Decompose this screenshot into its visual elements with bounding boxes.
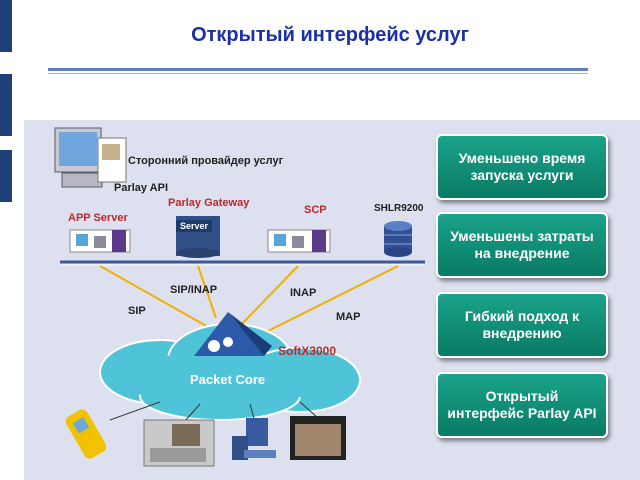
title-rule-thin (48, 73, 588, 74)
tv-icon (290, 416, 346, 460)
scp-label: SCP (304, 204, 327, 216)
sip-label: SIP (128, 305, 146, 317)
title-rule (48, 68, 588, 71)
third-party-label: Сторонний провайдер услуг (128, 155, 284, 167)
softx-label: SoftX3000 (278, 344, 337, 358)
server-tag-label: Server (180, 221, 209, 231)
desktop-pc-icon (232, 418, 276, 460)
left-accent-bar-3 (0, 150, 12, 202)
benefit-box-cost: Уменьшены затраты на внедрение (436, 212, 608, 278)
app-server-label: APP Server (68, 212, 128, 224)
benefit-box-flexible: Гибкий подход к внедрению (436, 292, 608, 358)
packet-core-label: Packet Core (190, 372, 266, 387)
map-label: MAP (336, 311, 361, 323)
slide-title: Открытый интерфейс услуг (191, 24, 469, 46)
benefit-box-open-api: Открытый интерфейс Parlay API (436, 372, 608, 438)
shlr-database-icon (384, 221, 412, 257)
parlay-gateway-label: Parlay Gateway (168, 197, 250, 209)
video-phone-icon (143, 419, 215, 467)
scp-icon (267, 229, 331, 253)
benefit-box-time: Уменьшено время запуска услуги (436, 134, 608, 200)
shlr-label: SHLR9200 (374, 203, 424, 214)
left-accent-bar-1 (0, 0, 12, 52)
computer-icon (54, 127, 127, 188)
signal-links (99, 265, 399, 343)
left-accent-bar-2 (0, 74, 12, 136)
sip-inap-label: SIP/INAP (170, 284, 218, 296)
inap-label: INAP (290, 287, 317, 299)
parlay-gateway-server-icon (176, 216, 220, 258)
mobile-phone-icon (65, 409, 107, 459)
app-server-icon (69, 229, 131, 253)
softswitch-icon (194, 312, 272, 356)
parlay-api-label: Parlay API (114, 182, 169, 194)
